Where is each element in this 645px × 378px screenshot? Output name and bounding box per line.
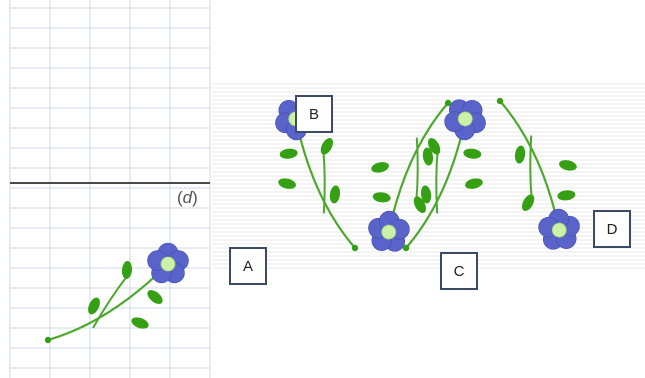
- stem-tip: [44, 336, 52, 344]
- flower-center: [457, 111, 473, 127]
- sprig-option-d: [496, 97, 580, 250]
- strip-background: [212, 83, 645, 269]
- leaf: [559, 160, 577, 171]
- option-box-b[interactable]: B: [295, 95, 333, 133]
- option-box-d[interactable]: D: [593, 210, 631, 248]
- option-label-b: B: [308, 105, 319, 123]
- leaf: [372, 192, 391, 203]
- leaf: [522, 194, 535, 212]
- leaf: [465, 178, 483, 189]
- flower-center: [160, 256, 176, 272]
- stem-tip: [496, 97, 504, 105]
- branch-stem: [415, 137, 419, 202]
- stem-tip: [351, 244, 359, 252]
- sprig-option-c: [402, 99, 486, 252]
- leaf: [278, 178, 296, 189]
- option-label-a: A: [242, 257, 253, 275]
- flower-center: [551, 222, 567, 238]
- leaf: [320, 137, 333, 155]
- branch-stem: [322, 149, 326, 214]
- stem-tip: [444, 99, 452, 107]
- figure-label-letter: d: [182, 188, 193, 207]
- branch-stem: [435, 149, 439, 214]
- grid-panel: [9, 0, 211, 378]
- leaf: [88, 297, 100, 315]
- branch-stem: [92, 274, 129, 329]
- sprig-option-b: [368, 99, 452, 252]
- leaf: [371, 162, 389, 173]
- option-label-d: D: [606, 220, 618, 238]
- option-box-a[interactable]: A: [229, 247, 267, 285]
- leaf: [131, 317, 149, 329]
- figure-label-open: (: [177, 188, 183, 207]
- leaf: [279, 148, 298, 159]
- option-box-c[interactable]: C: [440, 252, 478, 290]
- leaf: [463, 148, 482, 159]
- leaf: [557, 190, 576, 201]
- leaf: [514, 145, 526, 164]
- leaf: [422, 147, 434, 166]
- leaf: [147, 290, 163, 304]
- leaf: [329, 185, 341, 204]
- leaf: [121, 261, 133, 279]
- figure-label-close: ): [192, 188, 198, 207]
- flower-center: [381, 224, 397, 240]
- option-label-c: C: [453, 262, 465, 280]
- leaf: [413, 196, 426, 214]
- leaf: [420, 185, 432, 204]
- figure-label: (d): [177, 188, 198, 208]
- branch-stem: [529, 135, 533, 200]
- original-sprig: [44, 242, 189, 344]
- stem-tip: [402, 244, 410, 252]
- leaf: [428, 137, 441, 155]
